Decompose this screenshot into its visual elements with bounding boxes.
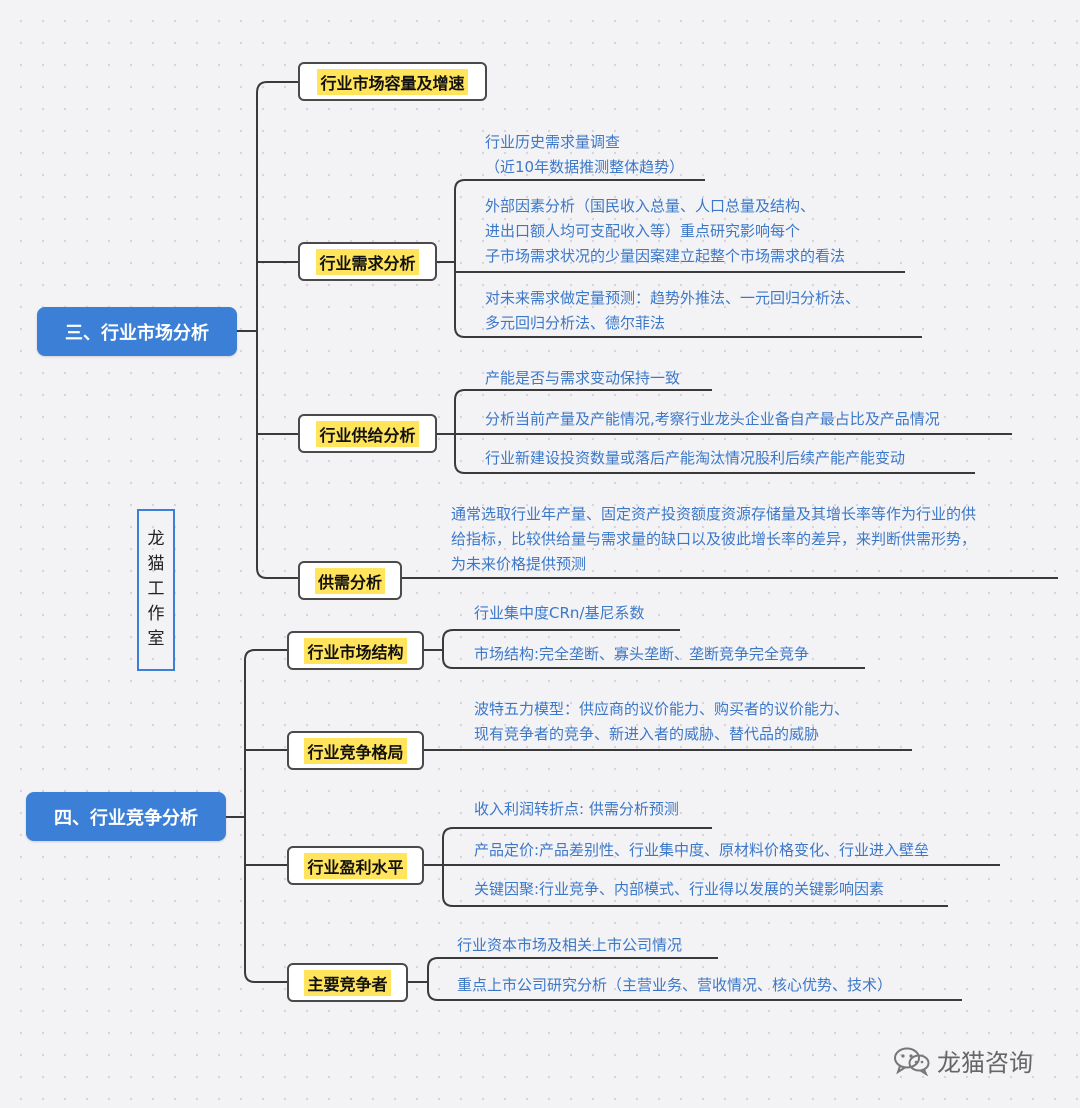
leaf-text: 行业新建设投资数量或落后产能淘汰情况股利后续产能产能变动	[485, 449, 906, 467]
leaf-text: 波特五力模型：供应商的议价能力、购买者的议价能力、 现有竞争者的竞争、新进入者的…	[474, 700, 850, 743]
root-node-competition-analysis[interactable]: 四、行业竞争分析	[26, 792, 226, 841]
leaf-text: 收入利润转折点: 供需分析预测	[474, 800, 679, 818]
branch-label: 行业市场容量及增速	[317, 68, 468, 95]
watermark-text: 龙猫咨询	[937, 1049, 1033, 1077]
leaf-text: 行业历史需求量调查 （近10年数据推测整体趋势）	[485, 133, 685, 176]
branch-label: 主要竞争者	[304, 969, 391, 996]
leaf-text: 关键因聚:行业竞争、内部模式、行业得以发展的关键影响因素	[474, 880, 885, 898]
root-node-market-analysis[interactable]: 三、行业市场分析	[37, 307, 237, 356]
leaf-text: 行业集中度CRn/基尼系数	[474, 604, 645, 622]
branch-main-competitors[interactable]: 主要竞争者	[287, 963, 408, 1002]
leaf-text: 行业资本市场及相关上市公司情况	[457, 936, 683, 954]
leaf-text: 产能是否与需求变动保持一致	[485, 369, 681, 387]
branch-demand-analysis[interactable]: 行业需求分析	[298, 242, 437, 281]
branch-market-structure[interactable]: 行业市场结构	[287, 631, 424, 670]
branch-profitability[interactable]: 行业盈利水平	[287, 846, 424, 885]
leaf-text: 对未来需求做定量预测：趋势外推法、一元回归分析法、 多元回归分析法、德尔菲法	[485, 289, 861, 332]
branch-market-capacity[interactable]: 行业市场容量及增速	[298, 62, 487, 101]
branch-label: 行业需求分析	[316, 248, 419, 275]
branch-label: 行业盈利水平	[304, 852, 407, 879]
stamp-text: 龙 猫 工 作 室	[147, 529, 165, 649]
leaf-text: 外部因素分析（国民收入总量、人口总量及结构、 进出口额人均可支配收入等）重点研究…	[485, 197, 846, 265]
branch-label: 行业市场结构	[304, 637, 407, 664]
leaf-text: 重点上市公司研究分析（主营业务、营收情况、核心优势、技术）	[457, 976, 893, 994]
leaf-text: 通常选取行业年产量、固定资产投资额度资源存储量及其增长率等作为行业的供 给指标，…	[451, 505, 977, 573]
branch-supply-analysis[interactable]: 行业供给分析	[298, 414, 437, 453]
branch-supply-demand[interactable]: 供需分析	[298, 561, 402, 600]
branch-label: 行业供给分析	[316, 420, 419, 447]
branch-label: 供需分析	[314, 567, 385, 594]
branch-label: 行业竞争格局	[304, 737, 407, 764]
watermark: 龙猫咨询	[893, 1043, 1033, 1078]
studio-stamp: 龙 猫 工 作 室	[137, 509, 175, 671]
branch-competitive-landscape[interactable]: 行业竞争格局	[287, 731, 424, 770]
leaf-text: 分析当前产量及产能情况,考察行业龙头企业备自产最占比及产品情况	[485, 410, 940, 428]
leaf-text: 市场结构:完全垄断、寡头垄断、垄断竞争完全竞争	[474, 645, 810, 663]
leaf-text: 产品定价:产品差别性、行业集中度、原材料价格变化、行业进入壁垒	[474, 841, 930, 859]
wechat-icon	[894, 1047, 930, 1076]
